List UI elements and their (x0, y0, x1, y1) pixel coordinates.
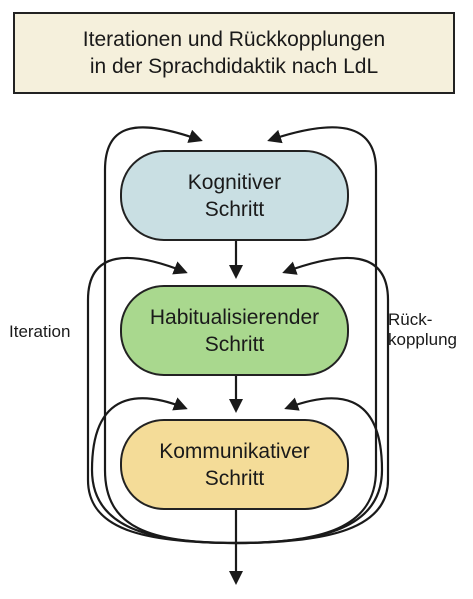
feedback-label-line-1: Rück- (388, 310, 433, 329)
step-cognitive-line-1: Kognitiver (187, 170, 282, 194)
step-communicative-line-1: Kommunikativer (159, 439, 310, 463)
step-cognitive: Kognitiver Schritt (120, 150, 349, 241)
iteration-arrow-inner (90, 397, 237, 545)
iteration-label: Iteration (9, 322, 71, 341)
feedback-label-line-2: kopplung (388, 330, 458, 349)
iteration-arrow-middle (86, 256, 237, 545)
step-cognitive-line-2: Schritt (204, 197, 265, 221)
step-habitualizing-line-2: Schritt (204, 332, 265, 356)
title-box: Iterationen und Rückkopplungen in der Sp… (13, 12, 455, 94)
step-communicative: Kommunikativer Schritt (120, 419, 349, 510)
feedback-arrow-middle (235, 256, 390, 545)
feedback-label: Rück- kopplung (388, 310, 457, 350)
step-communicative-line-2: Schritt (204, 466, 265, 490)
feedback-arrow-inner (235, 397, 384, 545)
title-line-1: Iterationen und Rückkopplungen (82, 28, 386, 51)
step-habitualizing: Habitualisierender Schritt (120, 285, 349, 376)
title-line-2: in der Sprachdidaktik nach LdL (89, 55, 379, 78)
step-habitualizing-line-1: Habitualisierender (149, 305, 320, 329)
